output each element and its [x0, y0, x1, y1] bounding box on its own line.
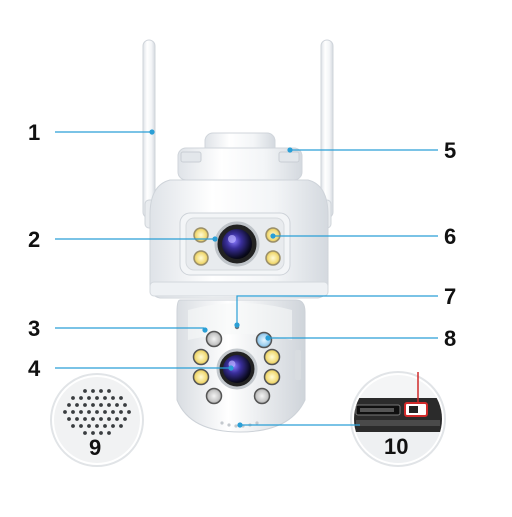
callout-9: 9 [89, 435, 102, 460]
grille-hole [83, 417, 87, 421]
leader-1-dot [149, 129, 155, 135]
grille-hole [83, 389, 87, 393]
callout-8: 8 [444, 326, 457, 351]
grille-hole [91, 417, 95, 421]
grille-hole [71, 410, 75, 414]
leader-6-dot [270, 233, 276, 239]
grille-hole [107, 431, 111, 435]
callout-6: 6 [444, 224, 457, 249]
leader-7-dot [234, 322, 240, 328]
callout-2: 2 [28, 227, 41, 252]
grille-hole [67, 403, 71, 407]
grille-hole [99, 389, 103, 393]
leader-lines [55, 129, 438, 428]
grille-hole [123, 403, 127, 407]
callout-5: 5 [444, 138, 457, 163]
grille-hole [99, 431, 103, 435]
grille-hole [123, 417, 127, 421]
leader-5-dot [287, 147, 293, 153]
callout-1: 1 [28, 120, 41, 145]
upper-lens [214, 221, 260, 267]
grille-hole [67, 417, 71, 421]
grille-hole [63, 410, 67, 414]
leader-10-dot [237, 422, 243, 428]
grille-hole [119, 396, 123, 400]
grille-hole [71, 396, 75, 400]
grille-hole [103, 396, 107, 400]
leader-8-dot [265, 335, 271, 341]
leader-3-dot [202, 327, 208, 333]
grille-hole [87, 424, 91, 428]
grille-hole [87, 410, 91, 414]
grille-hole [83, 403, 87, 407]
grille-hole [87, 396, 91, 400]
grille-hole [111, 396, 115, 400]
callout-10: 10 [384, 434, 409, 459]
grille-hole [107, 403, 111, 407]
grille-hole [115, 417, 119, 421]
leader-4-dot [228, 365, 234, 371]
grille-hole [107, 389, 111, 393]
leader-7 [236, 295, 438, 325]
grille-hole [91, 389, 95, 393]
top-mount [177, 132, 303, 181]
lower-lens [216, 348, 258, 390]
grille-hole [103, 410, 107, 414]
inset-speaker [50, 373, 144, 467]
grille-hole [79, 424, 83, 428]
callout-4: 4 [28, 356, 41, 381]
grille-hole [99, 417, 103, 421]
grille-hole [95, 424, 99, 428]
grille-hole [95, 396, 99, 400]
callout-3: 3 [28, 316, 41, 341]
grille-hole [107, 417, 111, 421]
grille-hole [75, 403, 79, 407]
grille-hole [91, 403, 95, 407]
callout-7: 7 [444, 284, 457, 309]
grille-hole [119, 410, 123, 414]
grille-hole [115, 403, 119, 407]
grille-hole [83, 431, 87, 435]
grille-hole [75, 417, 79, 421]
grille-hole [95, 410, 99, 414]
grille-hole [119, 424, 123, 428]
grille-hole [103, 424, 107, 428]
grille-hole [71, 424, 75, 428]
grille-hole [127, 410, 131, 414]
lower-led-ring [192, 324, 281, 405]
leader-2-dot [212, 236, 218, 242]
grille-hole [79, 396, 83, 400]
grille-hole [99, 403, 103, 407]
grille-hole [79, 410, 83, 414]
grille-hole [111, 410, 115, 414]
grille-hole [91, 431, 95, 435]
grille-hole [111, 424, 115, 428]
